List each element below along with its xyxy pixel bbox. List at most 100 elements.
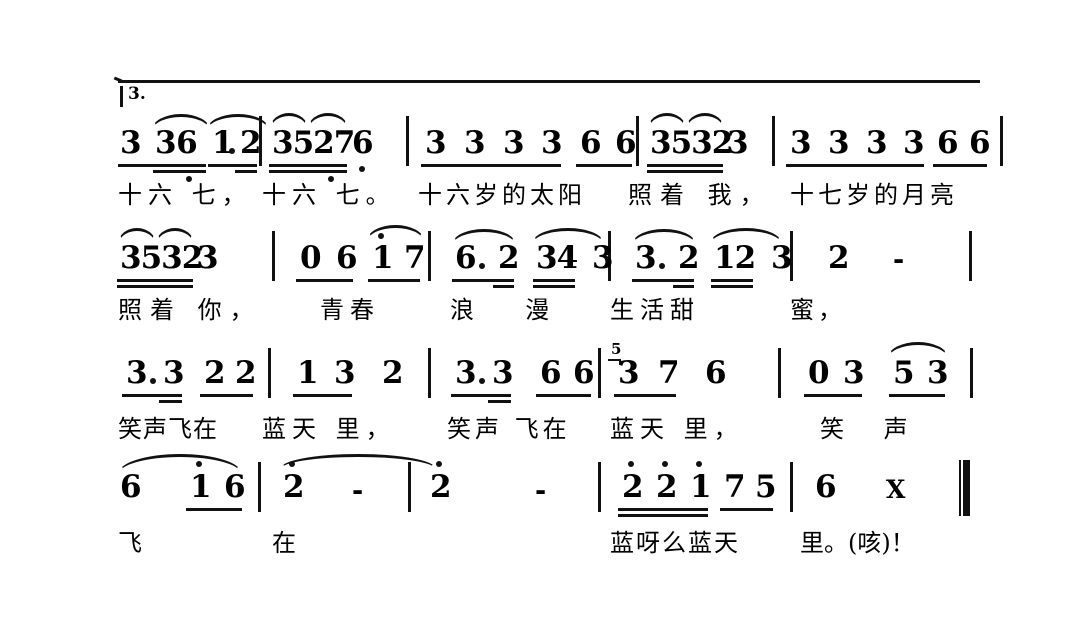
barline (790, 231, 793, 281)
slur (648, 113, 686, 129)
lyric: 在 (272, 529, 296, 557)
note: 1 (297, 355, 319, 391)
octave-dot-high (436, 461, 442, 467)
note: 7 (658, 355, 680, 391)
note: 3 (503, 125, 525, 161)
lyric: 笑声 飞在 (447, 415, 571, 443)
lyric: 蜜， (790, 296, 846, 324)
note-row-2: 3532 3 0 6 1 7 6 2 34 3 (0, 225, 1080, 291)
beam (368, 279, 420, 282)
beam (269, 170, 347, 173)
lyric: 笑 声 (820, 415, 924, 443)
beam (533, 285, 575, 288)
beam (614, 394, 676, 397)
beam (647, 170, 723, 173)
note: 3 (492, 355, 514, 391)
beam (208, 164, 257, 167)
note: 3 (866, 125, 888, 161)
note: 3 (464, 125, 486, 161)
augmentation-dot (150, 378, 156, 384)
top-rule (118, 80, 980, 83)
beam (488, 400, 511, 403)
augmentation-dot (479, 378, 485, 384)
beam (618, 514, 708, 517)
note: 1 (190, 469, 212, 505)
note: 7 (724, 469, 746, 505)
note: 3 (163, 355, 185, 391)
barline (259, 116, 262, 166)
note: 3 (592, 240, 614, 276)
beam (451, 394, 511, 397)
note: 3 (334, 355, 356, 391)
note: 1 (372, 240, 394, 276)
beam (153, 170, 206, 173)
lyric: 蓝天 里， (610, 415, 744, 443)
lyric: 笑声飞在 (118, 415, 218, 443)
grace-stem (619, 359, 621, 365)
beam (159, 400, 182, 403)
note: 3 (541, 125, 563, 161)
system-4: 6 1 6 2 - 2 - 2 2 1 7 5 (0, 450, 1080, 556)
lyric: 青春 (320, 296, 380, 324)
barline (778, 348, 781, 398)
note: 6 (937, 125, 959, 161)
augmentation-dot (229, 148, 235, 154)
beam (122, 394, 182, 397)
beam (576, 164, 632, 167)
note: 1 (690, 469, 712, 505)
note: 3 (771, 240, 793, 276)
note: 6 (336, 240, 358, 276)
beam (889, 394, 945, 397)
lyric-row-4: 飞 在 蓝呀么蓝天 里。(咳)！ (0, 524, 1080, 558)
slur (156, 228, 194, 244)
note: 3 (843, 355, 865, 391)
note-extension: - (352, 476, 363, 507)
beam (118, 164, 206, 167)
lyric: 蓝呀么蓝天 (610, 529, 740, 557)
beam (493, 285, 514, 288)
slur (452, 229, 516, 245)
note-row-3: 3 3 2 2 1 3 2 3 3 6 6 5 3 (0, 340, 1080, 403)
beam (711, 279, 753, 282)
beam (200, 394, 253, 397)
lyric-row-2: 照着 你， 青春 浪 漫 生活甜 蜜， (0, 291, 1080, 325)
lyric: 十七岁的月亮 (790, 181, 958, 209)
note: 3 (425, 125, 447, 161)
note-extension: - (535, 476, 546, 507)
barline (598, 348, 601, 398)
augmentation-dot (659, 263, 665, 269)
note: 2 (283, 469, 305, 505)
note: 2 (498, 240, 520, 276)
beam (647, 164, 723, 167)
note: 6 (615, 125, 637, 161)
grace-note: 5 (611, 340, 622, 358)
beam (804, 394, 862, 397)
slur (710, 228, 782, 244)
note: 6 (455, 240, 477, 276)
note: 1 (212, 125, 234, 161)
note: 3 (197, 240, 219, 276)
lyric: 飞 (118, 529, 142, 557)
note: 3532 (650, 125, 733, 161)
slur (888, 342, 948, 358)
octave-dot-high (696, 461, 702, 467)
slur (207, 114, 269, 130)
note: 3 (927, 355, 949, 391)
beam (235, 170, 257, 173)
note: 36 (155, 125, 198, 161)
beam (117, 279, 193, 282)
lyric: 十六岁的太阳 (418, 181, 586, 209)
beam (293, 394, 352, 397)
tie (280, 454, 436, 469)
slur (152, 114, 210, 130)
note: 2 (235, 355, 257, 391)
barline (428, 231, 431, 281)
verse-marker: 3. (120, 86, 146, 107)
barline (428, 348, 431, 398)
beam (711, 285, 753, 288)
note: 3 (635, 240, 657, 276)
barline (406, 116, 409, 166)
note: 7 (404, 240, 426, 276)
slur (686, 113, 724, 129)
